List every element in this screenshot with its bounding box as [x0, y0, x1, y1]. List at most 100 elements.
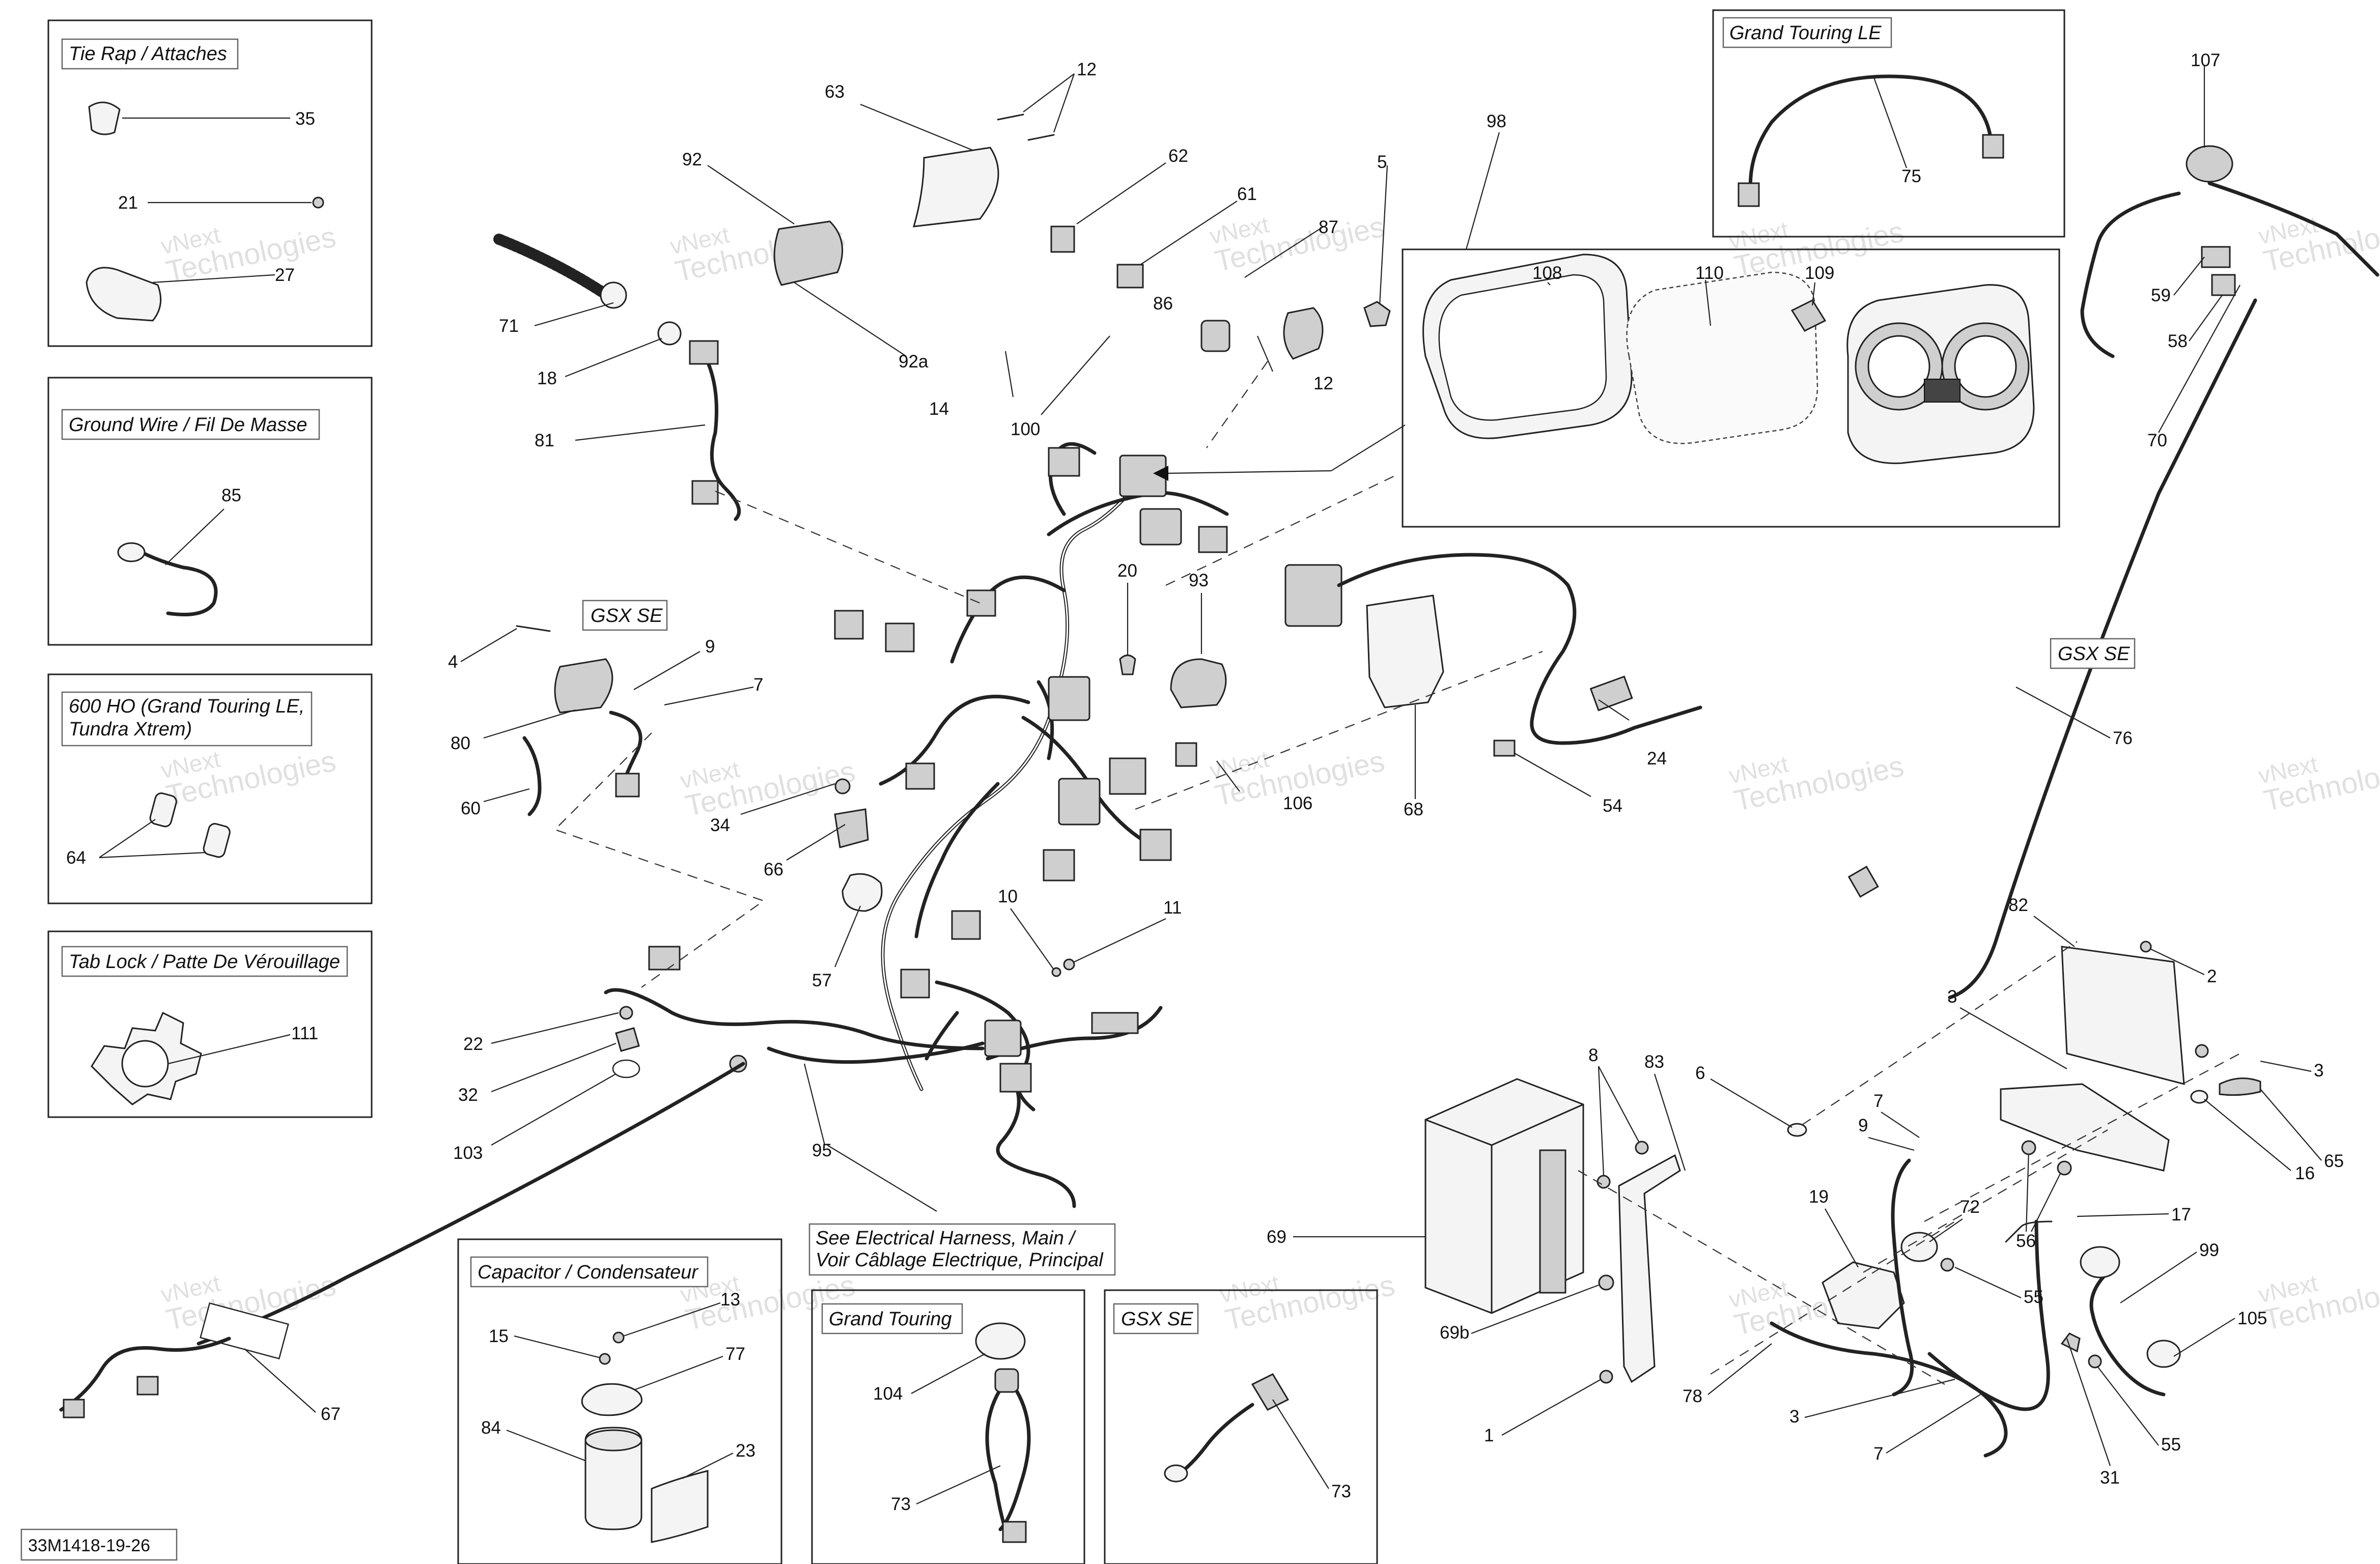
- leader-line: [1707, 1343, 1772, 1395]
- callout-7c: 7: [1873, 1444, 1883, 1464]
- connector-part: [834, 610, 864, 640]
- callouts-top-center: 63 12 92 92a 62 61 87 5 14 100 86 12: [682, 60, 1391, 439]
- inset-frame: [47, 673, 373, 904]
- gauge-bezel-inner: [1438, 274, 1607, 421]
- leader-line: [2015, 687, 2111, 738]
- leader-line: [1379, 165, 1388, 306]
- gauge-to-harness-leader: [1153, 424, 1406, 481]
- inset-label-frame: [61, 38, 239, 70]
- leader-line: [1471, 1284, 1599, 1334]
- connector-part: [689, 340, 719, 365]
- screw-1-part: [1599, 1370, 1613, 1384]
- leader-line: [1959, 1007, 2067, 1069]
- bracket-83-part: [1618, 1154, 1681, 1383]
- connector-part: [905, 762, 935, 790]
- callout-86: 86: [1153, 294, 1173, 314]
- callout-68: 68: [1404, 800, 1423, 819]
- gauge-dial-right-face: [1954, 335, 2017, 398]
- nut-55-part: [1940, 1258, 1954, 1272]
- leader-line: [1868, 1136, 1915, 1151]
- gauge-lcd: [1924, 379, 1961, 403]
- bracket-82-plate-part: [2061, 946, 2185, 1085]
- callout-3a: 3: [1947, 987, 1957, 1007]
- wire-76-part: [1948, 298, 2257, 1000]
- switch-housing-63-part: [912, 147, 999, 228]
- screw-2-part: [2140, 941, 2152, 953]
- bracket-82-tray-part: [2000, 1083, 2170, 1172]
- callout-2: 2: [2207, 966, 2217, 986]
- callout-13: 13: [720, 1290, 740, 1310]
- sensor-66-part: [834, 808, 869, 848]
- clip-54-part: [1493, 740, 1516, 757]
- callout-12a: 12: [1077, 60, 1097, 79]
- connector-12-part: [1283, 307, 1324, 360]
- pin-10-part: [1051, 967, 1061, 977]
- leader-line: [1501, 1379, 1602, 1436]
- leader-line: [707, 165, 795, 224]
- wire-17-part: [2005, 1220, 2053, 1243]
- leader-line: [165, 508, 225, 565]
- callout-98: 98: [1487, 111, 1506, 131]
- leader-line: [1216, 760, 1240, 792]
- terminal-31-part: [2060, 1332, 2081, 1353]
- nut-8-part: [1635, 1141, 1649, 1155]
- solenoid-19-part: [1822, 1261, 1905, 1329]
- tie-rap-loop-part: [86, 267, 162, 322]
- callout-16: 16: [2295, 1163, 2315, 1183]
- leader-line: [1881, 1112, 1920, 1138]
- callout-55b: 55: [2161, 1435, 2181, 1455]
- harness-branch: [996, 1077, 1076, 1208]
- wire-70-upper-part: [2080, 191, 2181, 358]
- inset-title-grand-touring-le: Grand Touring LE: [1729, 22, 1882, 44]
- inset-grand-touring-le: Grand Touring LE 75: [1712, 9, 2065, 238]
- dashed-line: [1710, 1221, 1955, 1375]
- grommet-103-part: [612, 1059, 640, 1078]
- callout-14: 14: [929, 399, 949, 419]
- inset-frame: [47, 930, 373, 1118]
- screw-part: [997, 113, 1024, 121]
- callout-107: 107: [2191, 50, 2220, 70]
- callout-81: 81: [535, 431, 554, 450]
- callout-54: 54: [1603, 796, 1622, 816]
- main-harness-95: 95 See Electrical Harness, Main / Voir C…: [604, 442, 1229, 1276]
- dashed-line: [1863, 1129, 2108, 1273]
- leader-line: [2033, 916, 2075, 947]
- connector-62-part: [1050, 225, 1075, 253]
- bolt-4-part: [516, 625, 551, 632]
- washer-16-part: [2190, 1090, 2208, 1104]
- tag-gsx-se-left: GSX SE: [591, 605, 663, 627]
- callout-92: 92: [682, 150, 702, 169]
- wire-24-part: [1337, 553, 1702, 745]
- see-harness-tag-frame: [808, 1223, 1116, 1276]
- capacitor-top: [584, 1429, 642, 1452]
- callout-56: 56: [2016, 1231, 2036, 1251]
- connector-part: [994, 1368, 1019, 1393]
- tag-see-harness-line1: See Electrical Harness, Main /: [816, 1228, 1076, 1249]
- leader-line: [803, 1063, 826, 1146]
- leader-line: [534, 302, 614, 327]
- handlebar-switch-92-part: [773, 220, 844, 286]
- connector-part: [1738, 182, 1760, 207]
- diagram-code: 33M1418-19-26: [28, 1536, 150, 1555]
- leader-line: [1886, 1394, 1981, 1454]
- callout-109: 109: [1805, 263, 1834, 283]
- connector-86-part: [1200, 320, 1230, 352]
- nut-22-part: [619, 1006, 633, 1020]
- connector-part: [1109, 757, 1146, 795]
- leader-line: [2260, 1089, 2322, 1161]
- leader-line: [1872, 76, 1908, 168]
- relay-80-part: [554, 658, 613, 714]
- connector-part: [1048, 676, 1090, 721]
- cable-78-part: [1891, 1158, 1914, 1397]
- sleeve-23-part: [651, 1470, 709, 1543]
- leader-line: [99, 851, 207, 859]
- leader-line: [1929, 1218, 1963, 1242]
- wire-67-group: 67: [59, 1062, 745, 1424]
- dashed-line: [715, 490, 981, 604]
- connector-part: [63, 1399, 85, 1418]
- cable-99-part: [2089, 1270, 2166, 1397]
- leader-line: [483, 788, 530, 803]
- callout-58: 58: [2168, 331, 2188, 351]
- connector-part: [1043, 849, 1075, 881]
- leader-line: [491, 1073, 617, 1146]
